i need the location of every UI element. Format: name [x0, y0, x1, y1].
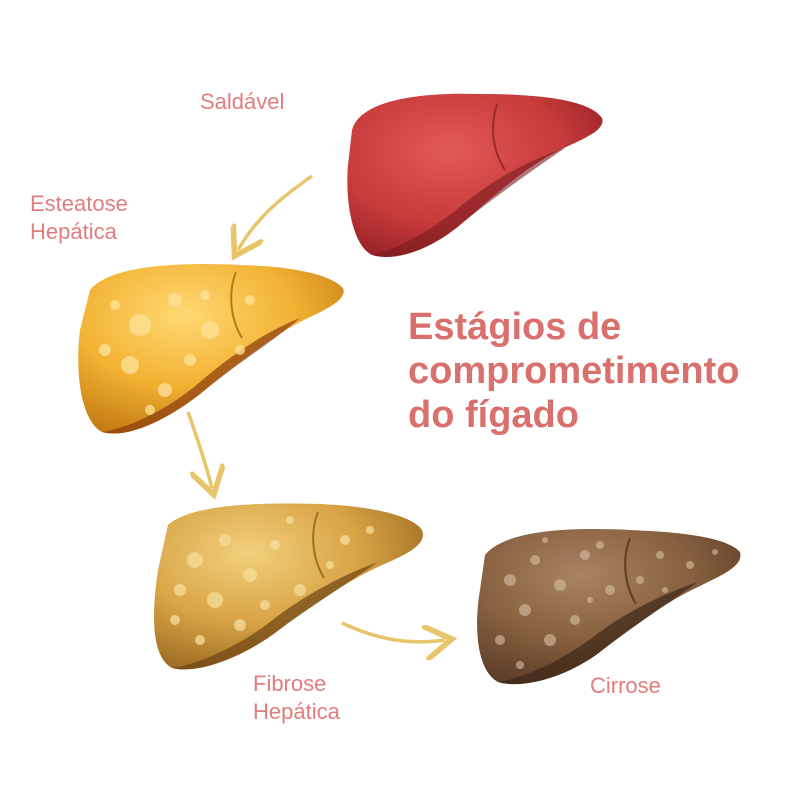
arrow-fibrosis-to-cirrhosis: [341, 621, 445, 642]
fibrosis-liver: [153, 503, 423, 670]
stage-label-steatosis-line1: Esteatose: [30, 191, 128, 216]
stage-label-cirrhosis-line1: Cirrose: [590, 673, 661, 698]
diagram-title-line2: comprometimento: [408, 350, 740, 392]
stage-label-fibrosis-line2: Hepática: [253, 699, 340, 724]
cirrhosis-liver: [477, 529, 741, 685]
healthy-liver: [347, 93, 603, 257]
diagram-title-line3: do fígado: [408, 394, 579, 436]
stage-label-steatosis: Esteatose Hepática: [30, 190, 128, 246]
steatosis-liver: [78, 264, 344, 434]
stage-label-fibrosis-line1: Fibrose: [253, 671, 327, 696]
arrow-healthy-to-steatosis: [238, 174, 314, 250]
stage-label-fibrosis: Fibrose Hepática: [253, 670, 340, 726]
stage-label-steatosis-line2: Hepática: [30, 219, 117, 244]
diagram-title-line1: Estágios de: [408, 306, 622, 348]
stage-label-healthy: Saldável: [200, 88, 284, 116]
diagram-title: Estágios de comprometimento do fígado: [408, 305, 788, 437]
arrow-steatosis-to-fibrosis: [186, 411, 212, 488]
stage-label-cirrhosis: Cirrose: [590, 672, 661, 700]
stage-label-healthy-line1: Saldável: [200, 89, 285, 114]
